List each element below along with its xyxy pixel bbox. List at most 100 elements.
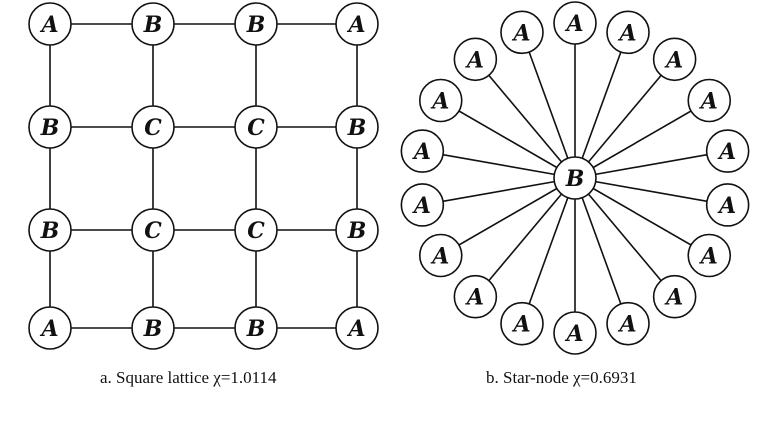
lattice-node: A: [335, 306, 379, 350]
node-label: A: [699, 244, 718, 270]
node-circle: [652, 274, 697, 319]
star-leaf-node: A: [500, 301, 544, 346]
node-circle: [28, 208, 72, 252]
node-circle: [234, 105, 278, 149]
square-lattice-caption: a. Square lattice χ=1.0114: [100, 368, 277, 387]
node-circle: [553, 1, 597, 45]
node-label: A: [511, 20, 530, 46]
star-edge: [422, 177, 576, 206]
star-edge: [574, 58, 676, 179]
lattice-node: B: [131, 2, 175, 46]
node-label: A: [617, 312, 636, 338]
node-circle: [453, 37, 498, 82]
node-circle: [335, 105, 379, 149]
star-leaf-node: A: [687, 233, 732, 278]
node-label: A: [412, 193, 431, 219]
node-circle: [400, 183, 445, 227]
node-label: B: [143, 12, 163, 38]
lattice-node: C: [131, 208, 175, 252]
node-label: B: [40, 218, 60, 244]
node-label: A: [430, 89, 449, 115]
node-label: C: [144, 218, 162, 244]
star-edge: [440, 177, 576, 257]
node-label: B: [347, 115, 367, 141]
node-circle: [28, 105, 72, 149]
node-circle: [652, 37, 697, 82]
node-circle: [553, 156, 597, 200]
node-circle: [606, 301, 650, 346]
lattice-node: B: [28, 105, 72, 149]
node-circle: [687, 78, 732, 123]
star-edge: [574, 177, 629, 324]
node-label: A: [717, 193, 736, 219]
square-lattice-graph: A B B A B C C B B C C B A B B A: [28, 2, 379, 350]
node-label: A: [664, 47, 683, 73]
lattice-node: A: [335, 2, 379, 46]
star-leaf-node: A: [553, 311, 597, 355]
star-leaf-node: A: [687, 78, 732, 123]
node-label: A: [564, 11, 583, 37]
node-circle: [28, 2, 72, 46]
star-edge: [574, 150, 728, 179]
lattice-node: B: [131, 306, 175, 350]
star-edge: [574, 177, 676, 298]
lattice-node: C: [131, 105, 175, 149]
star-edge: [474, 177, 576, 298]
node-circle: [234, 2, 278, 46]
lattice-node: A: [28, 2, 72, 46]
node-label: A: [430, 244, 449, 270]
node-label: C: [144, 115, 162, 141]
node-label: A: [346, 12, 365, 38]
lattice-node: B: [335, 105, 379, 149]
node-label: A: [346, 316, 365, 342]
star-edge: [474, 58, 576, 179]
star-leaf-node: A: [652, 274, 697, 319]
node-label: C: [247, 218, 265, 244]
node-circle: [500, 301, 544, 346]
star-node-caption: b. Star-node χ=0.6931: [486, 368, 637, 387]
node-circle: [606, 10, 650, 55]
star-edge: [521, 177, 576, 324]
node-label: A: [39, 12, 58, 38]
star-leaf-node: A: [400, 183, 445, 227]
star-center-node: B: [553, 156, 597, 200]
star-edge: [521, 32, 576, 179]
star-leaf-node: A: [553, 1, 597, 45]
star-leaf-node: A: [500, 10, 544, 55]
lattice-node: C: [234, 208, 278, 252]
node-label: A: [465, 285, 484, 311]
node-circle: [453, 274, 498, 319]
node-circle: [687, 233, 732, 278]
node-label: B: [246, 316, 266, 342]
lattice-node: B: [234, 2, 278, 46]
star-leaf-node: A: [705, 129, 750, 173]
node-circle: [234, 208, 278, 252]
node-circle: [418, 78, 463, 123]
star-leaf-node: A: [606, 10, 650, 55]
node-circle: [234, 306, 278, 350]
node-label: B: [347, 218, 367, 244]
node-label: B: [246, 12, 266, 38]
node-circle: [131, 208, 175, 252]
node-circle: [553, 311, 597, 355]
node-label: A: [39, 316, 58, 342]
node-label: A: [664, 285, 683, 311]
star-leaf-node: A: [418, 78, 463, 123]
lattice-node: C: [234, 105, 278, 149]
node-circle: [418, 233, 463, 278]
star-leaf-node: A: [705, 183, 750, 227]
node-label: B: [143, 316, 163, 342]
node-label: A: [511, 312, 530, 338]
star-leaf-node: A: [400, 129, 445, 173]
node-label: A: [465, 47, 484, 73]
star-edge: [574, 177, 710, 257]
lattice-node: A: [28, 306, 72, 350]
star-leaf-node: A: [453, 37, 498, 82]
lattice-node: B: [234, 306, 278, 350]
lattice-node: B: [28, 208, 72, 252]
node-label: A: [699, 89, 718, 115]
node-label: B: [40, 115, 60, 141]
star-leaf-node: A: [453, 274, 498, 319]
